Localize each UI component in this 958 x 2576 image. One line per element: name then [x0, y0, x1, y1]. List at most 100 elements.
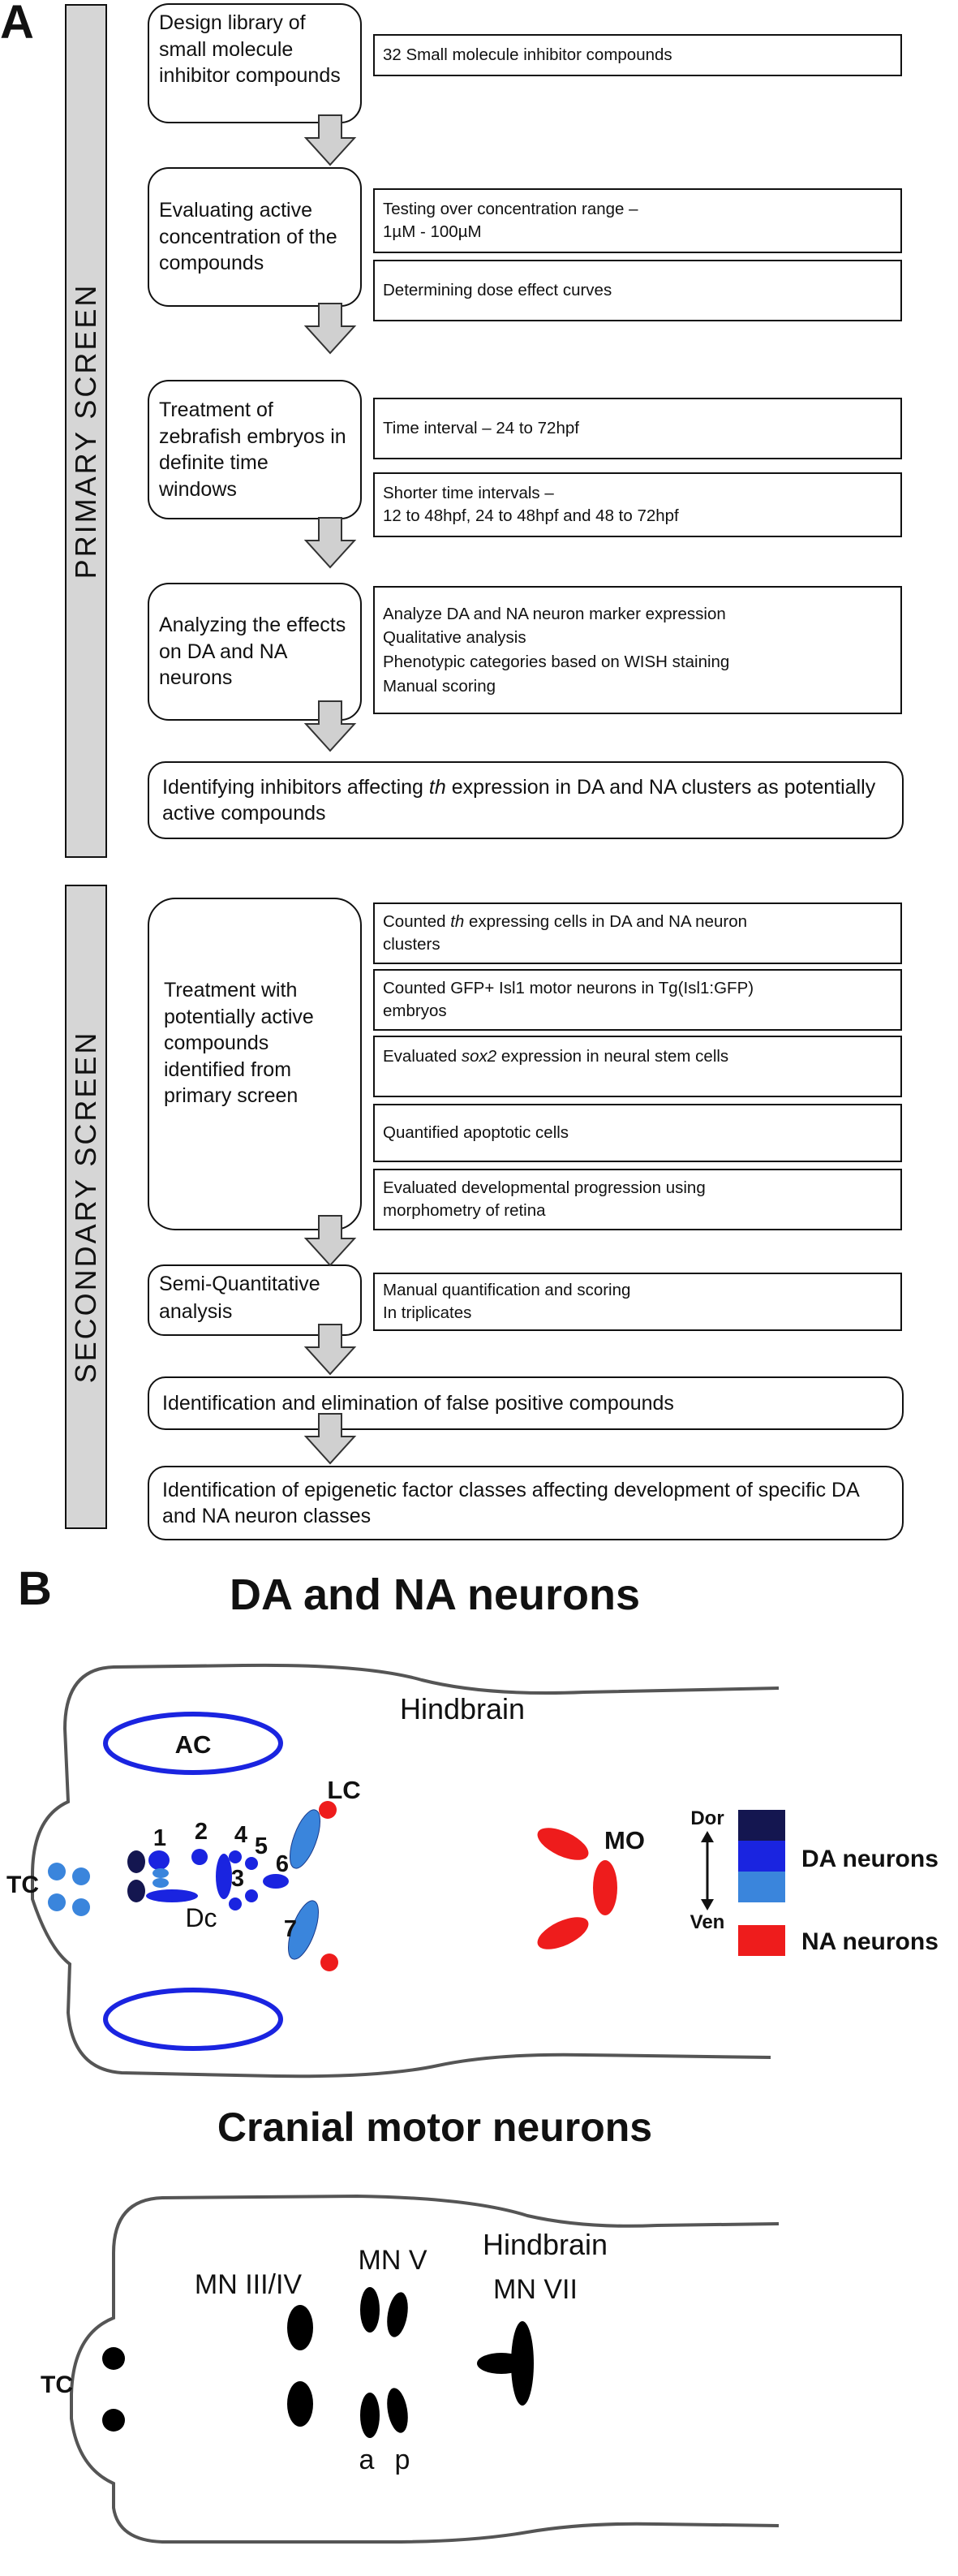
motor-label-a: a [359, 2445, 375, 2475]
tc-cell-3 [48, 1893, 66, 1911]
mn34-cell-top [287, 2305, 313, 2350]
label-3: 3 [231, 1866, 244, 1892]
secondary-screen-label: SECONDARY SCREEN [69, 1030, 102, 1384]
label-tc: TC [6, 1872, 39, 1898]
label-7: 7 [284, 1916, 297, 1942]
detail-apoptotic-line: Quantified apoptotic cells [383, 1122, 569, 1142]
flow-arrow-4 [303, 700, 357, 752]
detail-concentration-line-2: 1µM - 100µM [383, 222, 482, 241]
detail-analyze-line-1: Analyze DA and NA neuron marker expressi… [383, 604, 726, 623]
detail-counted-pre: Counted [383, 911, 451, 931]
step-semi-quantitative: Semi-Quantitative analysis [148, 1264, 362, 1336]
motor-tc-cell-bottom [102, 2409, 125, 2432]
mn34-cell-bottom [287, 2381, 313, 2427]
detail-time-line: Time interval – 24 to 72hpf [383, 418, 579, 437]
cluster-5-cell-b [245, 1889, 258, 1902]
motor-label-p: p [395, 2445, 410, 2475]
detail-sox2-italic: sox2 [461, 1047, 497, 1066]
legend-da-neurons: DA neurons [801, 1846, 939, 1872]
motor-label-mn5: MN V [359, 2245, 427, 2276]
mo-cell-top [537, 1828, 589, 1860]
label-6: 6 [276, 1851, 289, 1877]
label-mo: MO [604, 1826, 645, 1854]
motor-label-mn34: MN III/IV [195, 2269, 303, 2300]
detail-manual-line-1: Manual quantification and scoring [383, 1280, 631, 1299]
label-dc: Dc [185, 1903, 217, 1932]
legend-na-neurons: NA neurons [801, 1928, 939, 1955]
cluster-5-cell-a [229, 1898, 242, 1910]
legend-swatch-na [738, 1925, 785, 1956]
mo-cell-bottom [537, 1917, 589, 1949]
detail-analyze-line-4: Manual scoring [383, 676, 496, 696]
cranial-motor-diagram: Hindbrain TC MN III/IV MN V a p MN VII [41, 2194, 780, 2544]
legend-arrow-head-down [701, 1899, 714, 1910]
da-na-neuron-diagram: AC Hindbrain TC 1 2 3 4 5 6 Dc 7 LC MO D… [6, 1663, 939, 2078]
detail-shorter-line-2: 12 to 48hpf, 24 to 48hpf and 48 to 72hpf [383, 506, 679, 525]
legend-swatch-ventral [738, 1872, 785, 1902]
flow-arrow-2 [303, 303, 357, 355]
flow-arrow-6 [303, 1324, 357, 1376]
cluster-6-cell [263, 1874, 289, 1889]
label-hindbrain-1: Hindbrain [400, 1692, 525, 1725]
tc-cell-2 [72, 1867, 90, 1885]
detail-sox2-line: Evaluated sox2 expression in neural stem… [383, 1045, 892, 1068]
primary-screen-label: PRIMARY SCREEN [69, 282, 102, 579]
detail-shorter-intervals: Shorter time intervals – 12 to 48hpf, 24… [373, 472, 902, 537]
detail-gfp-line-2: embryos [383, 1002, 447, 1020]
identifying-text-italic: th [428, 775, 446, 799]
detail-developmental: Evaluated developmental progression usin… [373, 1169, 902, 1230]
legend-dor: Dor [690, 1807, 724, 1829]
label-1: 1 [153, 1825, 166, 1851]
detail-compounds-line: 32 Small molecule inhibitor compounds [383, 45, 672, 64]
step-epigenetic-classes: Identification of epigenetic factor clas… [148, 1466, 904, 1540]
tc-cell-1 [48, 1863, 66, 1880]
step-evaluating-concentration: Evaluating active concentration of the c… [148, 167, 362, 307]
flow-arrow-1 [303, 114, 357, 166]
lc-cell-top [319, 1801, 337, 1819]
motor-label-mn7: MN VII [493, 2274, 578, 2305]
flow-arrow-7 [303, 1413, 357, 1465]
detail-sox2-pre: Evaluated [383, 1047, 462, 1066]
detail-shorter-line-1: Shorter time intervals – [383, 483, 554, 502]
tc-cell-4 [72, 1898, 90, 1916]
mn5-cell-p-top [387, 2292, 408, 2337]
step-elimination-false-positives: Identification and elimination of false … [148, 1376, 904, 1430]
detail-gfp-motor: Counted GFP+ Isl1 motor neurons in Tg(Is… [373, 969, 902, 1031]
da-na-title: DA and NA neurons [229, 1570, 640, 1619]
detail-dose-line: Determining dose effect curves [383, 280, 612, 299]
cluster-1-elongated [146, 1889, 198, 1902]
cluster-4-cell-a [229, 1850, 242, 1863]
secondary-screen-bar: SECONDARY SCREEN [65, 885, 107, 1529]
mo-cell-middle [593, 1860, 617, 1915]
step-treatment-time-windows: Treatment of zebrafish embryos in defini… [148, 380, 362, 519]
detail-concentration-line-1: Testing over concentration range – [383, 199, 638, 218]
detail-compounds: 32 Small molecule inhibitor compounds [373, 34, 902, 76]
cluster-7-upper [290, 1809, 320, 1869]
ac-ellipse-top [103, 1712, 283, 1775]
label-ac: AC [175, 1730, 212, 1759]
step-analyzing-effects: Analyzing the effects on DA and NA neuro… [148, 583, 362, 721]
flow-arrow-5 [303, 1215, 357, 1267]
detail-sox2: Evaluated sox2 expression in neural stem… [373, 1036, 902, 1097]
detail-concentration-range: Testing over concentration range – 1µM -… [373, 188, 902, 253]
detail-counted-italic: th [450, 911, 465, 931]
detail-manual-line-2: In triplicates [383, 1303, 472, 1322]
detail-counted-line-1: Counted th expressing cells in DA and NA… [383, 911, 892, 933]
detail-counted-th: Counted th expressing cells in DA and NA… [373, 902, 902, 964]
ac-ellipse-bottom [103, 1988, 283, 2051]
flow-arrow-3 [303, 517, 357, 569]
identifying-text-post: expression in DA and NA clusters as pote… [162, 775, 876, 825]
lc-cell-bottom [320, 1954, 338, 1971]
mn7-cell-vertical [511, 2321, 534, 2406]
identifying-text-pre: Identifying inhibitors affecting [162, 775, 429, 799]
legend-arrow-head-up [701, 1831, 714, 1842]
detail-dose-curves: Determining dose effect curves [373, 260, 902, 321]
panel-b-letter: B [18, 1562, 52, 1615]
label-4: 4 [234, 1822, 247, 1848]
cluster-1-dorsal-b [127, 1880, 145, 1902]
detail-manual-quantification: Manual quantification and scoring In tri… [373, 1273, 902, 1331]
mn5-cell-p-bottom [387, 2388, 408, 2433]
cluster-1-mid-c [153, 1878, 169, 1888]
legend-ven: Ven [690, 1911, 725, 1933]
detail-gfp-line-1: Counted GFP+ Isl1 motor neurons in Tg(Is… [383, 978, 754, 997]
